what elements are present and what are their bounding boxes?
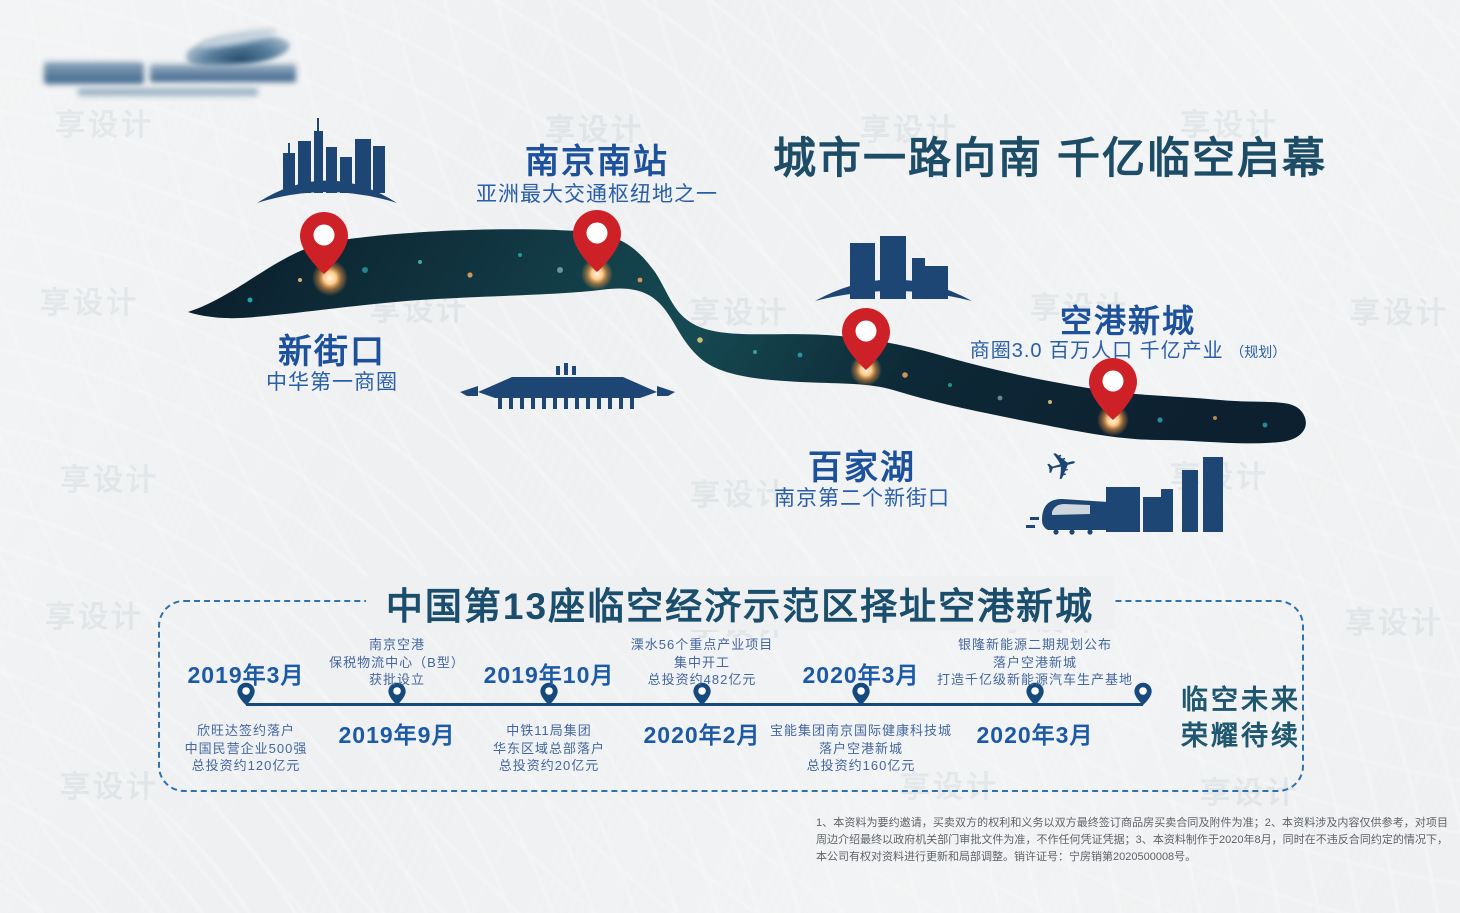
milestone-line: 银隆新能源二期规划公布 [957, 637, 1112, 652]
location-name-konggang: 空港新城 [1059, 303, 1196, 339]
location-name-nanjing-south: 南京南站 [525, 143, 669, 181]
timeline-milestone: 南京空港 保税物流中心（B型） 获批设立 2019年9月 [292, 604, 502, 788]
milestone-line: 落户空港新城 [818, 740, 903, 756]
timeline-milestone: 2020年3月 宝能集团南京国际健康科技城 落户空港新城 总投资约160亿元 [756, 604, 966, 788]
location-subtitle-baijiahu: 南京第二个新街口 [774, 487, 950, 510]
location-subtitle-nanjing-south: 亚洲最大交通枢纽地之一 [476, 183, 718, 206]
milestone-line: 打造千亿级新能源汽车生产基地 [936, 672, 1133, 687]
baijiahu-towers-icon [815, 236, 972, 301]
milestone-description: 中铁11局集团 华东区域总部落户 总投资约20亿元 [424, 722, 674, 775]
milestone-description: 宝能集团南京国际健康科技城 落户空港新城 总投资约160亿元 [736, 722, 986, 775]
milestone-date: 2020年3月 [976, 722, 1094, 748]
milestone-line: 南京空港 [368, 637, 425, 652]
milestone-line: 宝能集团南京国际健康科技城 [769, 723, 952, 738]
milestone-date: 2020年2月 [643, 722, 761, 748]
milestone-line: 保税物流中心（B型） [329, 654, 465, 670]
location-name-xinjiekou: 新街口 [278, 333, 386, 371]
page-title: 城市一路向南 千亿临空启幕 [773, 135, 1327, 183]
milestone-line: 落户空港新城 [992, 654, 1077, 670]
location-name-baijiahu: 百家湖 [808, 449, 916, 487]
milestone-line: 总投资约160亿元 [806, 758, 916, 773]
milestone-line: 总投资约20亿元 [498, 758, 600, 773]
milestone-line: 获批设立 [368, 672, 425, 687]
milestone-line: 总投资约482亿元 [647, 672, 757, 687]
milestone-line: 溧水56个重点产业项目 [630, 637, 774, 652]
milestone-line: 欣旺达签约落户 [196, 723, 295, 738]
timeline-milestone: 2019年10月 中铁11局集团 华东区域总部落户 总投资约20亿元 [444, 604, 654, 788]
high-speed-train-icon [1026, 499, 1108, 535]
milestone-date: 2020年3月 [802, 662, 920, 688]
milestone-description: 欣旺达签约落户 中国民营企业500强 总投资约120亿元 [121, 722, 371, 775]
konggang-subtitle-text: 商圈3.0 百万人口 千亿产业 [969, 340, 1224, 362]
location-subtitle-konggang: 商圈3.0 百万人口 千亿产业 （规划） [928, 334, 1328, 363]
brand-logo [38, 12, 298, 100]
section-title: 中国第13座临空经济示范区择址空港新城 [280, 576, 1200, 630]
logo-blurred-tagline [78, 88, 258, 96]
milestone-date: 2019年3月 [187, 662, 305, 688]
konggang-subtitle-note: （规划） [1230, 344, 1287, 360]
ending-line-2: 荣耀待续 [1181, 721, 1301, 751]
milestone-line: 总投资约120亿元 [191, 758, 301, 773]
timeline-axis-line [246, 703, 1143, 706]
timeline-milestone: 2019年3月 欣旺达签约落户 中国民营企业500强 总投资约120亿元 [141, 604, 351, 788]
timeline-milestone: 银隆新能源二期规划公布 落户空港新城 打造千亿级新能源汽车生产基地 2020年3… [930, 604, 1140, 788]
section-title-text: 中国第13座临空经济示范区择址空港新城 [365, 576, 1115, 630]
logo-blurred-text-block [150, 64, 296, 82]
milestone-line: 集中开工 [673, 654, 730, 670]
milestone-line: 华东区域总部落户 [492, 740, 605, 756]
logo-blurred-text-block [44, 62, 144, 84]
milestone-description: 溧水56个重点产业项目 集中开工 总投资约482亿元 [577, 636, 827, 689]
nanjing-south-station-icon [460, 363, 675, 409]
milestone-line: 中铁11局集团 [506, 723, 592, 738]
xinjiekou-skyline-icon [257, 118, 397, 203]
milestone-description: 南京空港 保税物流中心（B型） 获批设立 [272, 636, 522, 689]
timeline-milestone: 溧水56个重点产业项目 集中开工 总投资约482亿元 2020年2月 [597, 604, 807, 788]
location-subtitle-xinjiekou: 中华第一商圈 [266, 371, 398, 394]
timeline-ending-label: 临空未来 荣耀待续 [1166, 682, 1316, 754]
milestone-date: 2019年10月 [483, 662, 615, 688]
legal-disclaimer: 1、本资料为要约邀请，买卖双方的权利和义务以双方最终签订商品房买卖合同及附件为准… [816, 817, 1448, 863]
airport-city-buildings-icon [1106, 457, 1223, 532]
milestone-line: 中国民营企业500强 [184, 740, 308, 756]
ending-line-1: 临空未来 [1181, 685, 1301, 715]
milestone-description: 银隆新能源二期规划公布 落户空港新城 打造千亿级新能源汽车生产基地 [910, 636, 1160, 689]
milestone-date: 2019年9月 [338, 722, 456, 748]
